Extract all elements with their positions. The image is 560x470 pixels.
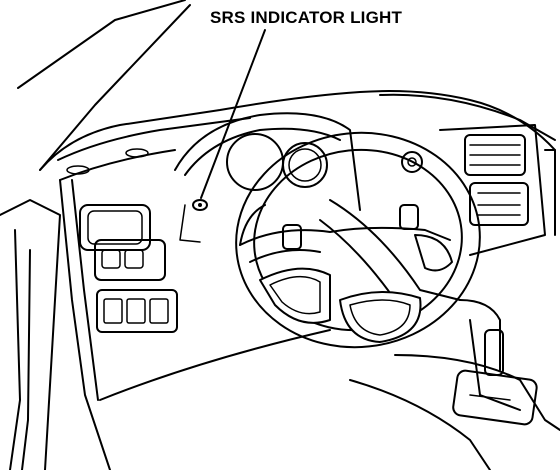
gear-shifter [349,299,560,470]
srs-indicator-lamp [192,199,208,211]
steering-wheel [235,131,481,349]
instrument-cluster [174,112,361,243]
left-air-vent [79,204,151,251]
defroster-vents [66,148,149,175]
dashboard-top [39,90,556,470]
windshield-pillar [17,0,191,171]
steering-column [319,199,461,301]
lower-switch-panel [96,289,178,333]
center-console [401,124,556,256]
callout-leader-line [200,29,266,199]
door-panel [0,199,61,470]
left-switch-panel [94,239,166,281]
srs-indicator-light-label: SRS INDICATOR LIGHT [210,8,403,27]
